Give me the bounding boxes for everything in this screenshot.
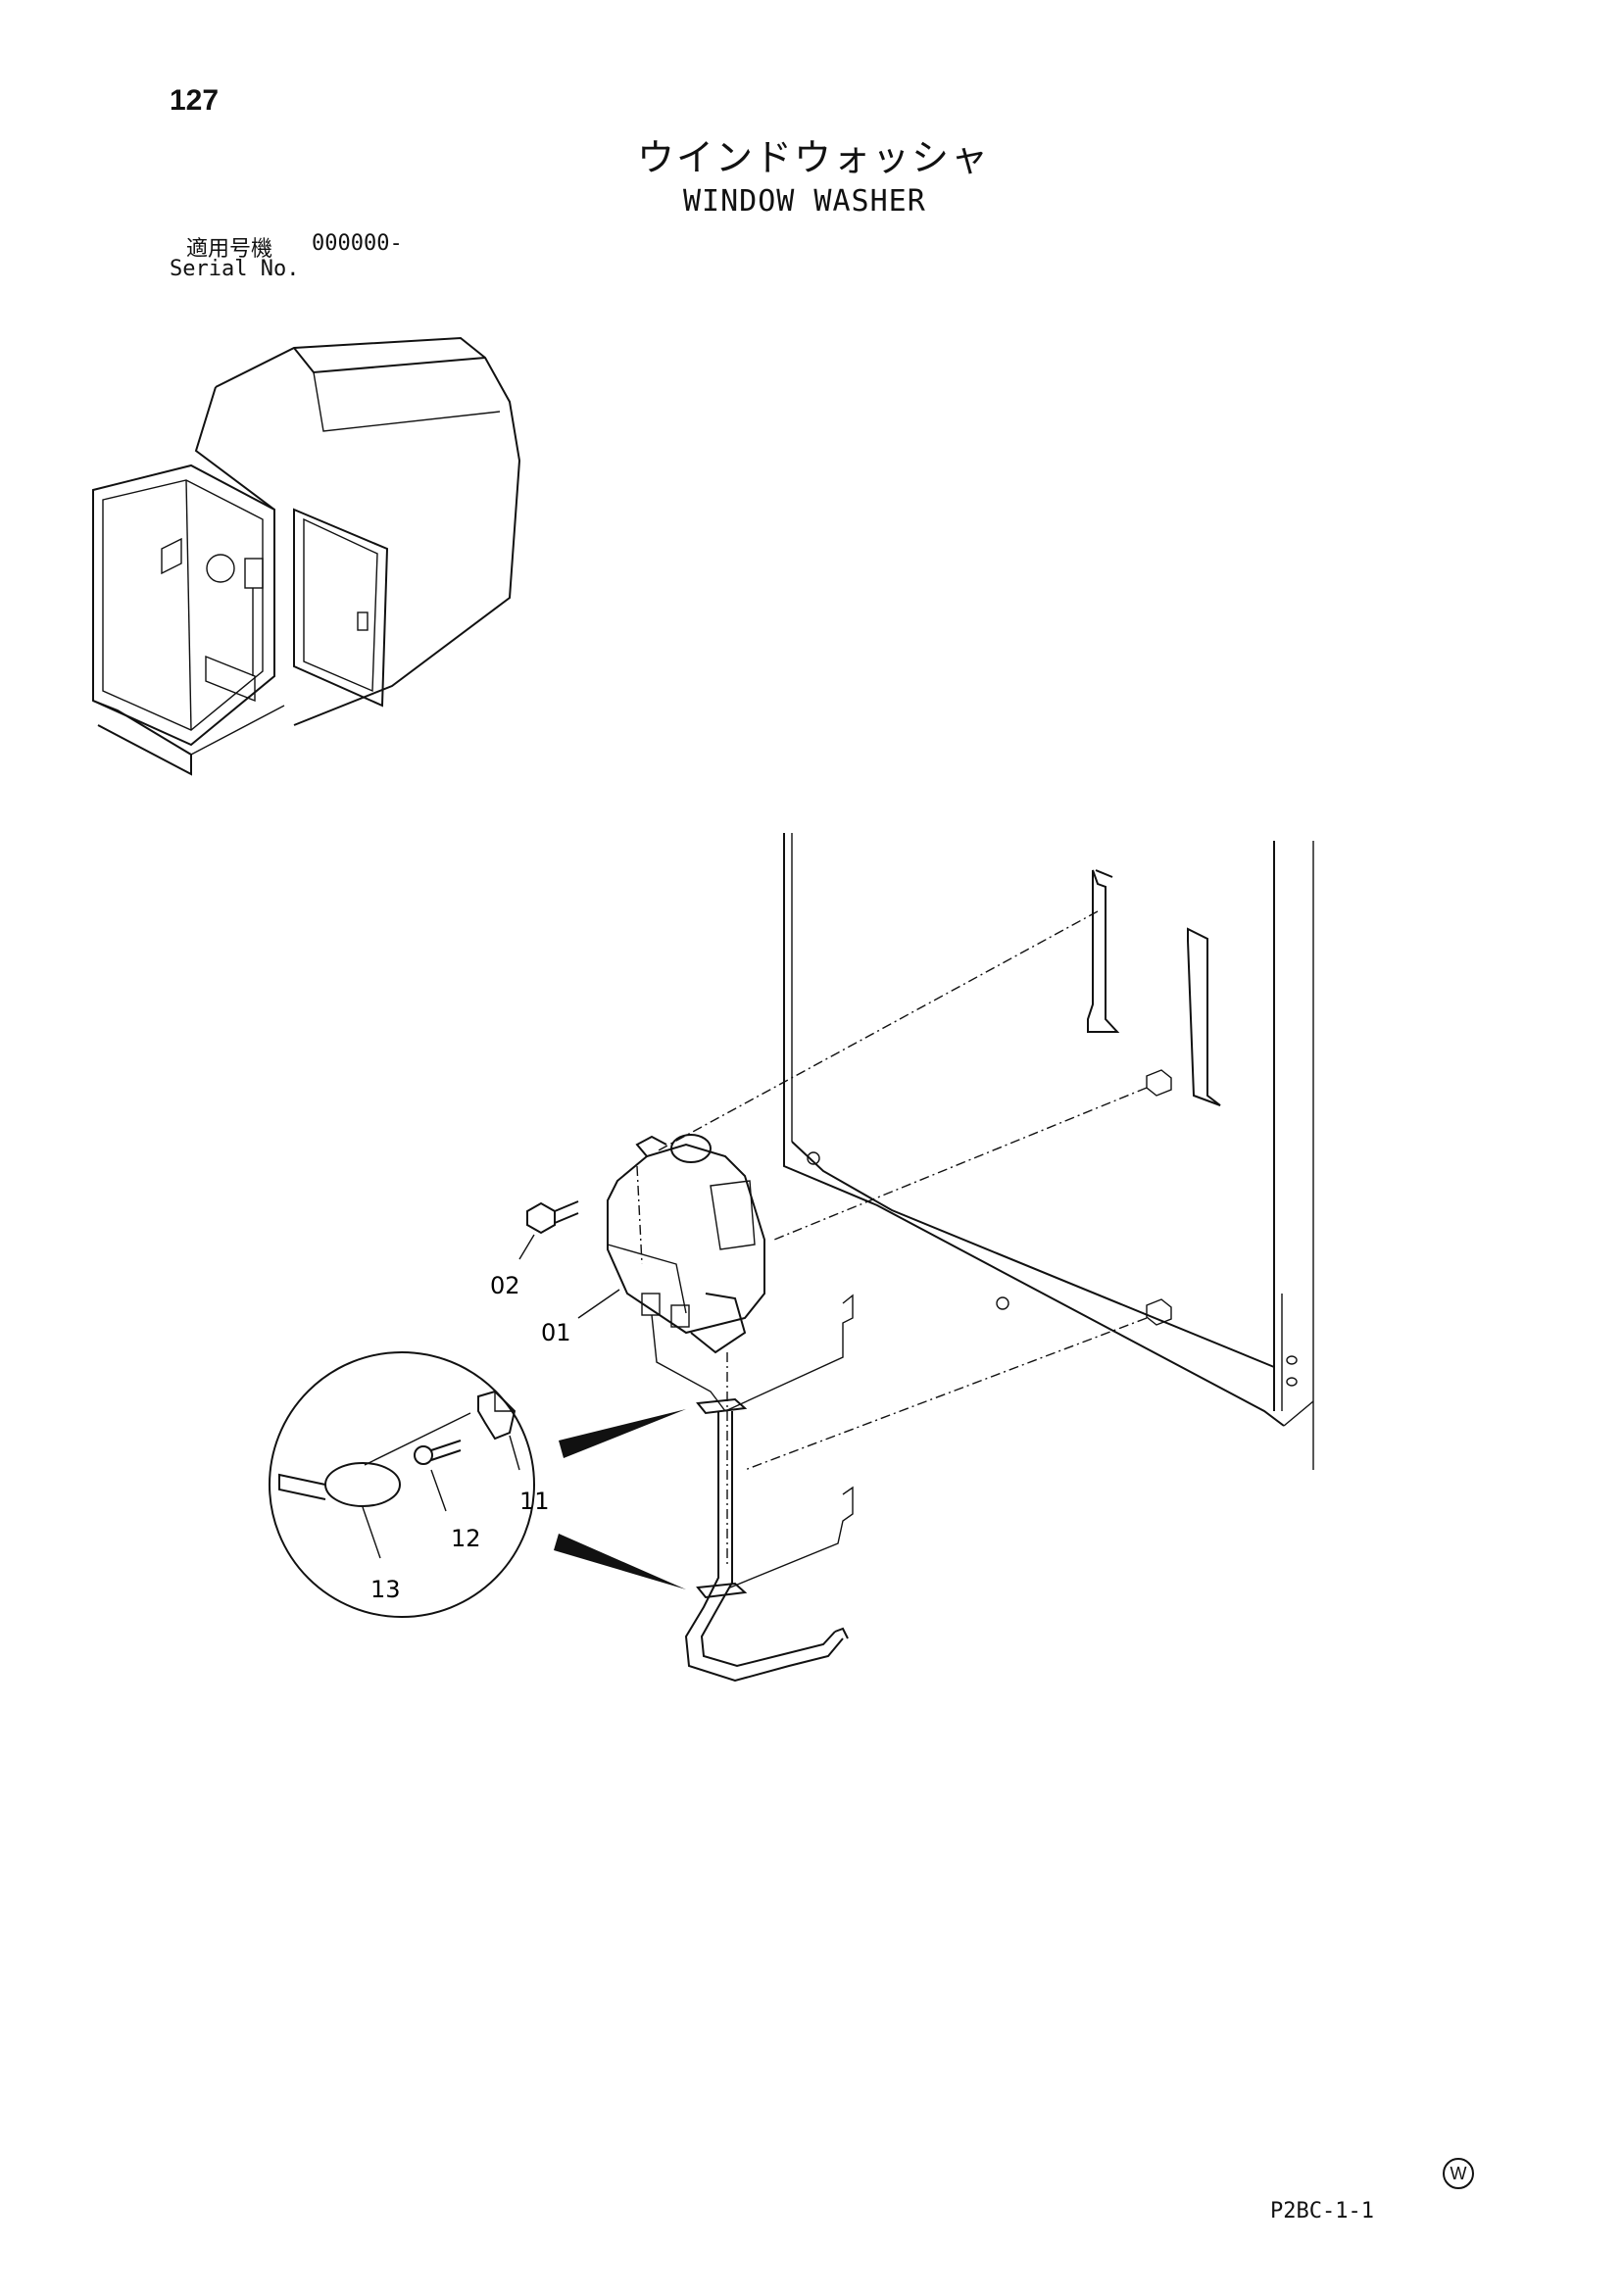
leader-line-02 <box>518 1234 535 1260</box>
serial-label-japanese: 適用号機 <box>186 237 273 262</box>
washer-tank <box>607 1134 765 1412</box>
page-title-japanese: ウインドウォッシャ <box>637 136 991 179</box>
bolt <box>526 1200 579 1235</box>
leader-line-01 <box>577 1289 620 1319</box>
document-code: P2BC-1-1 <box>1270 2199 1374 2223</box>
callout-13: 13 <box>370 1576 401 1603</box>
machine-overview-illustration <box>92 336 521 776</box>
page-number: 127 <box>170 84 220 117</box>
callout-02: 02 <box>490 1272 520 1299</box>
serial-label: Serial No. <box>170 257 300 281</box>
leader-line-13 <box>362 1506 381 1559</box>
serial-range: 000000- <box>312 231 403 256</box>
w-badge: W <box>1443 2158 1474 2189</box>
page-title: WINDOW WASHER <box>683 184 926 219</box>
callout-01: 01 <box>541 1319 571 1346</box>
leader-line-11 <box>509 1435 520 1471</box>
callout-12: 12 <box>451 1525 481 1552</box>
callout-11: 11 <box>519 1488 550 1515</box>
window-washer-exploded-view <box>269 833 1314 1683</box>
detail-circle <box>269 1351 535 1618</box>
leader-line-12 <box>430 1469 447 1512</box>
